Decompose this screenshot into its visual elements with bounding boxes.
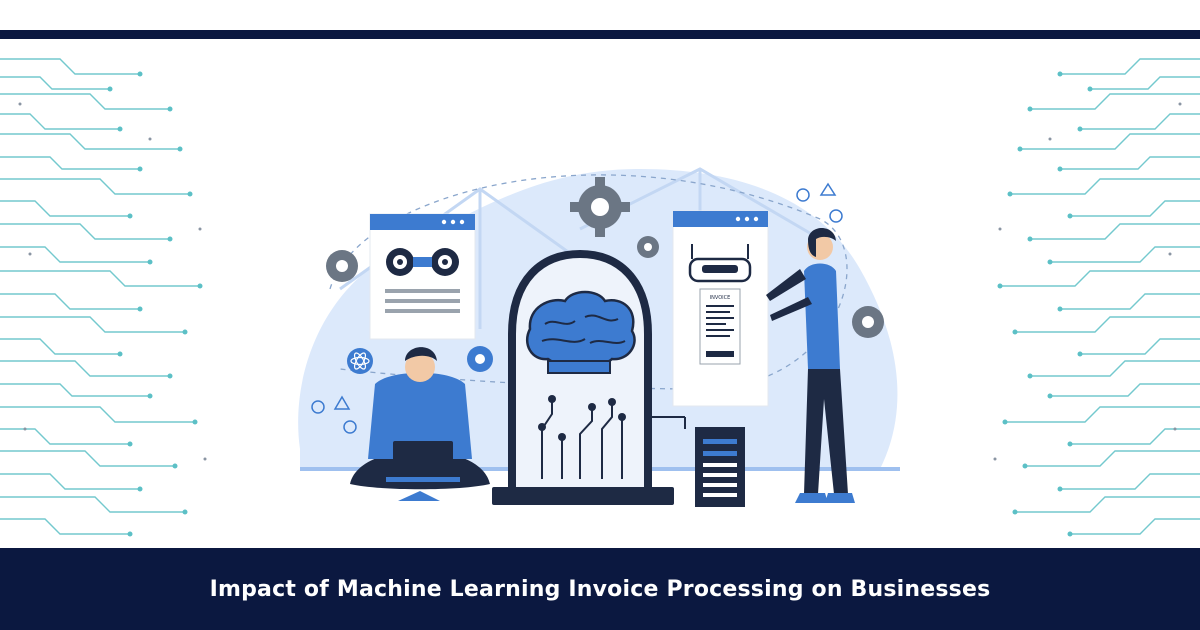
banner-canvas: INVOICE	[0, 39, 1200, 548]
robot-icon	[688, 244, 752, 283]
gear-icon	[852, 306, 884, 338]
banner-title: Impact of Machine Learning Invoice Proce…	[209, 576, 991, 602]
brain-icon	[525, 290, 636, 374]
laptop-icon	[386, 441, 460, 482]
triangle-icon	[819, 182, 837, 196]
circle-icon	[343, 420, 357, 434]
atom-icon	[347, 348, 373, 374]
circle-icon	[796, 188, 810, 202]
circle-icon	[829, 209, 843, 223]
man-with-laptop	[350, 347, 490, 501]
brain-dome	[492, 249, 674, 505]
window-robot-invoice: INVOICE	[672, 210, 769, 407]
top-navy-bar	[0, 30, 1200, 39]
circuit-pattern-left	[0, 58, 207, 537]
hero-illustration: INVOICE	[298, 167, 900, 507]
window-eyes	[369, 213, 476, 340]
invoice-document: INVOICE	[699, 288, 741, 365]
circuit-pattern-right	[993, 58, 1200, 537]
standing-woman	[766, 227, 855, 503]
triangle-icon	[333, 395, 351, 410]
gear-icon	[570, 177, 630, 237]
circle-icon	[311, 400, 325, 414]
gear-icon	[637, 236, 659, 258]
dashed-orbit	[329, 174, 848, 390]
invoice-label: INVOICE	[710, 295, 731, 301]
top-whitespace	[0, 0, 1200, 30]
server-icon	[648, 416, 745, 507]
settings-bubble-icon	[467, 346, 493, 372]
footer-bar: Impact of Machine Learning Invoice Proce…	[0, 548, 1200, 630]
gear-icon	[326, 250, 358, 282]
